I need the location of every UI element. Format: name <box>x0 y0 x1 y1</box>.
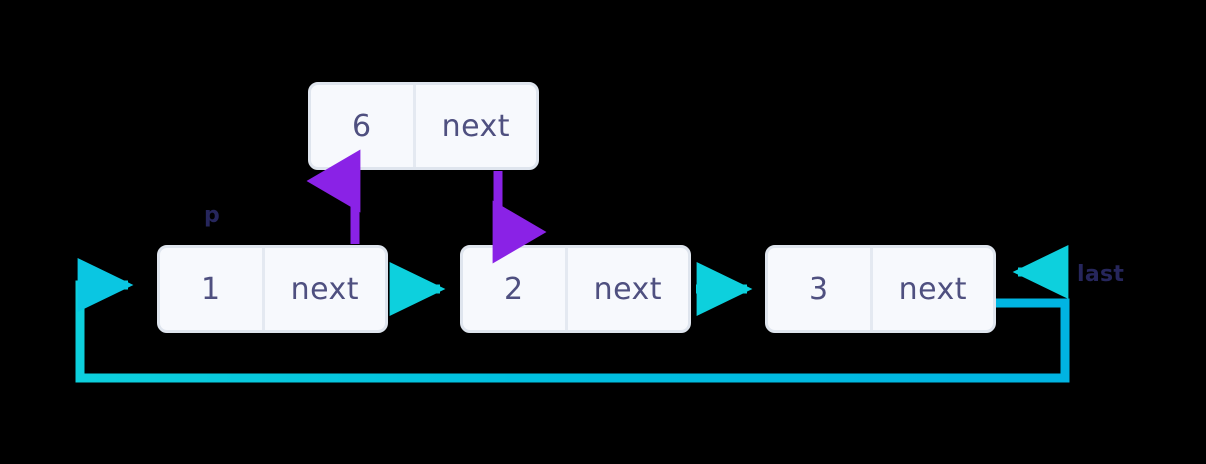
node-next-cell: next <box>898 271 968 307</box>
node-value-cell: 3 <box>768 248 873 330</box>
list-node-6: 6 next <box>308 82 539 170</box>
list-node-3: 3 next <box>765 245 996 333</box>
node-next-cell: next <box>290 271 360 307</box>
list-node-2: 2 next <box>460 245 691 333</box>
pointer-label-last: last <box>1077 262 1125 287</box>
node-value-cell: 2 <box>463 248 568 330</box>
node-next-cell: next <box>441 108 511 144</box>
node-value-cell: 6 <box>311 85 416 167</box>
list-node-1: 1 next <box>157 245 388 333</box>
node-next-cell: next <box>593 271 663 307</box>
node-value-cell: 1 <box>160 248 265 330</box>
pointer-label-p: p <box>204 203 221 228</box>
